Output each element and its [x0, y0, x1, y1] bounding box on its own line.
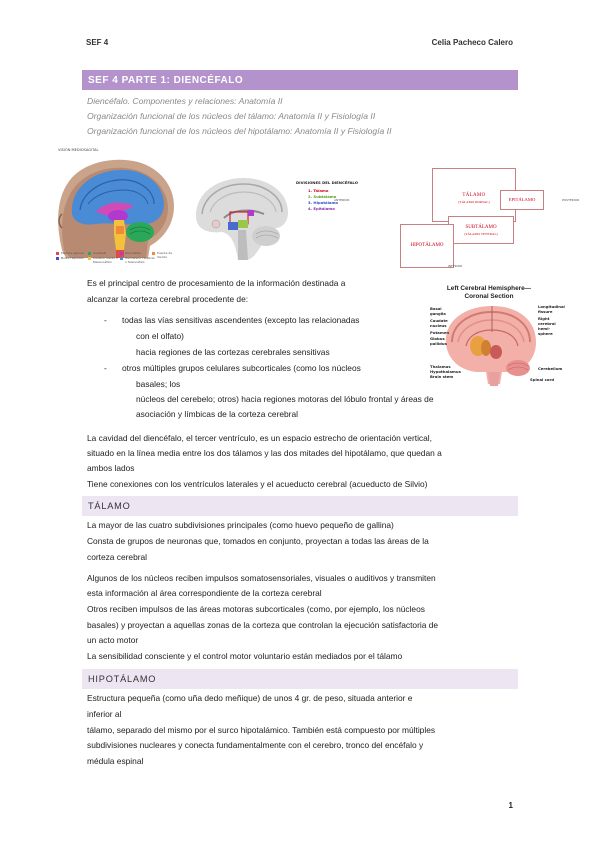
talamo-line: Otros reciben impulsos de las áreas moto… — [87, 604, 425, 614]
hipotalamo-line: Estructura pequeña (como uña dedo meñiqu… — [87, 693, 413, 703]
bullet-dash: - — [104, 363, 107, 373]
talamo-line: La sensibilidad consciente y el control … — [87, 651, 403, 661]
subtitle-2: Organización funcional de los núcleos de… — [87, 111, 376, 121]
schema-subtalamo-box: SUBTÁLAMO (TÁLAMO VENTRAL) — [448, 216, 514, 244]
figure2-title: DIVISIONES DEL DIENCÉFALO — [296, 180, 358, 185]
schema-subtalamo-label: SUBTÁLAMO — [465, 225, 497, 230]
legend-item: Médula espinal — [61, 251, 84, 255]
bullet-text: con el olfato) — [136, 331, 184, 341]
cavity-line: ambos lados — [87, 463, 135, 473]
talamo-line: corteza cerebral — [87, 552, 148, 562]
header-doc-code: SEF 4 — [86, 38, 109, 47]
bullet-text: núcleos del cerebelo; otros) hacia regio… — [136, 394, 434, 404]
talamo-line: esta información al área correspondiente… — [87, 588, 322, 598]
coronal-label-fissure: Longitudinal fissure — [538, 304, 565, 314]
hipotalamo-line: tálamo, separado del mismo por el surco … — [87, 725, 436, 735]
figure-midsagittal-brain: VISIÓN MEDIOSAGITAL Médula espinal Bulbo… — [52, 146, 178, 268]
bullet-text: basales; los — [136, 379, 181, 389]
legend-item: Puente de Varolio — [157, 251, 173, 259]
header-author: Celia Pacheco Calero — [431, 38, 513, 47]
legend-item: Diencéfalo — [125, 251, 141, 255]
schema-hipotalamo-box: HIPOTÁLAMO — [400, 224, 454, 268]
intro-line: alcanzar la corteza cerebral procedente … — [87, 294, 249, 304]
coronal-brain-illustration — [445, 306, 536, 386]
subtitle-3: Organización funcional de los núcleos de… — [87, 126, 392, 136]
legend-item: Cerebro medio o Mesencéfalo — [93, 256, 118, 264]
figure1-title: VISIÓN MEDIOSAGITAL — [58, 148, 99, 152]
schema-talamo-label: TÁLAMO — [462, 193, 486, 198]
coronal-label-caudate: Caudate nucleus — [430, 318, 448, 328]
schema-epitalamo-box: EPITÁLAMO — [500, 190, 544, 210]
coronal-label-cerebellum: Cerebellum — [538, 366, 563, 371]
talamo-line: un acto motor — [87, 635, 139, 645]
coronal-label-right-hemisphere: Right cerebral hemi-sphere — [538, 316, 556, 336]
subtitle-1: Diencéfalo. Componentes y relaciones: An… — [87, 96, 283, 106]
bullet-text: todas las vías sensitivas ascendentes (e… — [122, 315, 360, 325]
talamo-line: basales) y proyectan a aquellas zonas de… — [87, 620, 439, 630]
coronal-label-brainstem: Brain stem — [430, 374, 454, 379]
figure-diencephalon-schema: ANTERIOR POSTERIOR TÁLAMO (TÁLAMO DORSAL… — [330, 168, 580, 276]
figure4-title-line2: Coronal Section — [464, 293, 514, 300]
figure2-item-talamo: 1. Tálamo — [308, 188, 329, 193]
coronal-label-basal-ganglia: Basal ganglia — [430, 306, 446, 316]
brain-illustration — [58, 159, 174, 258]
talamo-line: La mayor de las cuatro subdivisiones pri… — [87, 520, 394, 530]
hipotalamo-line: inferior al — [87, 709, 122, 719]
talamo-line: Algunos de los núcleos reciben impulsos … — [87, 573, 436, 583]
legend-item: Hemisferio cerebral o Telencéfalo — [125, 256, 155, 264]
schema-inferior-label: INFERIOR — [448, 264, 463, 268]
coronal-label-spinal-cord: Spinal cord — [530, 377, 555, 382]
coronal-label-hypothalamus: Hypothalamus — [430, 369, 461, 374]
legend-item: Bulbo raquídeo — [61, 256, 84, 260]
schema-anterior-label: ANTERIOR — [334, 198, 350, 202]
coronal-label-putamen: Putamen — [430, 330, 450, 335]
bullet-text: hacia regiones de las cortezas cerebrale… — [136, 347, 330, 357]
cavity-line: Tiene conexiones con los ventrículos lat… — [87, 479, 428, 489]
bullet-dash: - — [104, 315, 107, 325]
schema-hipotalamo-label: HIPOTÁLAMO — [410, 243, 444, 248]
figure-diencephalon-divisions: DIVISIONES DEL DIENCÉFALO 1. Tálamo 2. S… — [192, 176, 382, 260]
bullet-text: otros múltiples grupos celulares subcort… — [122, 363, 361, 373]
page-number: 1 — [508, 801, 513, 810]
schema-subtalamo-sub: (TÁLAMO VENTRAL) — [464, 232, 498, 236]
talamo-line: Consta de grupos de neuronas que, tomado… — [87, 536, 429, 546]
schema-posterior-label: POSTERIOR — [562, 198, 580, 202]
intro-line: Es el principal centro de procesamiento … — [87, 278, 346, 288]
figure2-item-hipotalamo: 3. Hipotálamo — [308, 200, 339, 205]
hipotalamo-line: subdivisiones nucleares y conecta fundam… — [87, 740, 424, 750]
coronal-label-globus: Globus pallidus — [430, 336, 447, 346]
figure2-item-subtalamo: 2. Subtálamo — [308, 194, 337, 199]
section-heading-talamo: TÁLAMO — [82, 496, 518, 516]
page-title: SEF 4 PARTE 1: DIENCÉFALO — [82, 70, 518, 90]
figure-coronal-section: Left Cerebral Hemisphere— Coronal Sectio… — [416, 284, 565, 386]
sagittal-section-illustration — [196, 178, 288, 260]
schema-talamo-sub: (TÁLAMO DORSAL) — [458, 200, 490, 204]
figure2-item-epitalamo: 4. Epitálamo — [308, 206, 335, 211]
hipotalamo-line: médula espinal — [87, 756, 144, 766]
cavity-line: situado en la línea media entre los dos … — [87, 448, 442, 458]
bullet-text: asociación y límbicas de la corteza cere… — [136, 409, 298, 419]
coronal-label-thalamus: Thalamus — [430, 364, 451, 369]
figure4-title-line1: Left Cerebral Hemisphere— — [446, 285, 532, 292]
schema-epitalamo-label: EPITÁLAMO — [508, 197, 536, 202]
legend-item: Cerebelo — [93, 251, 107, 255]
cavity-line: La cavidad del diencéfalo, el tercer ven… — [87, 433, 432, 443]
section-heading-hipotalamo: HIPOTÁLAMO — [82, 669, 518, 689]
